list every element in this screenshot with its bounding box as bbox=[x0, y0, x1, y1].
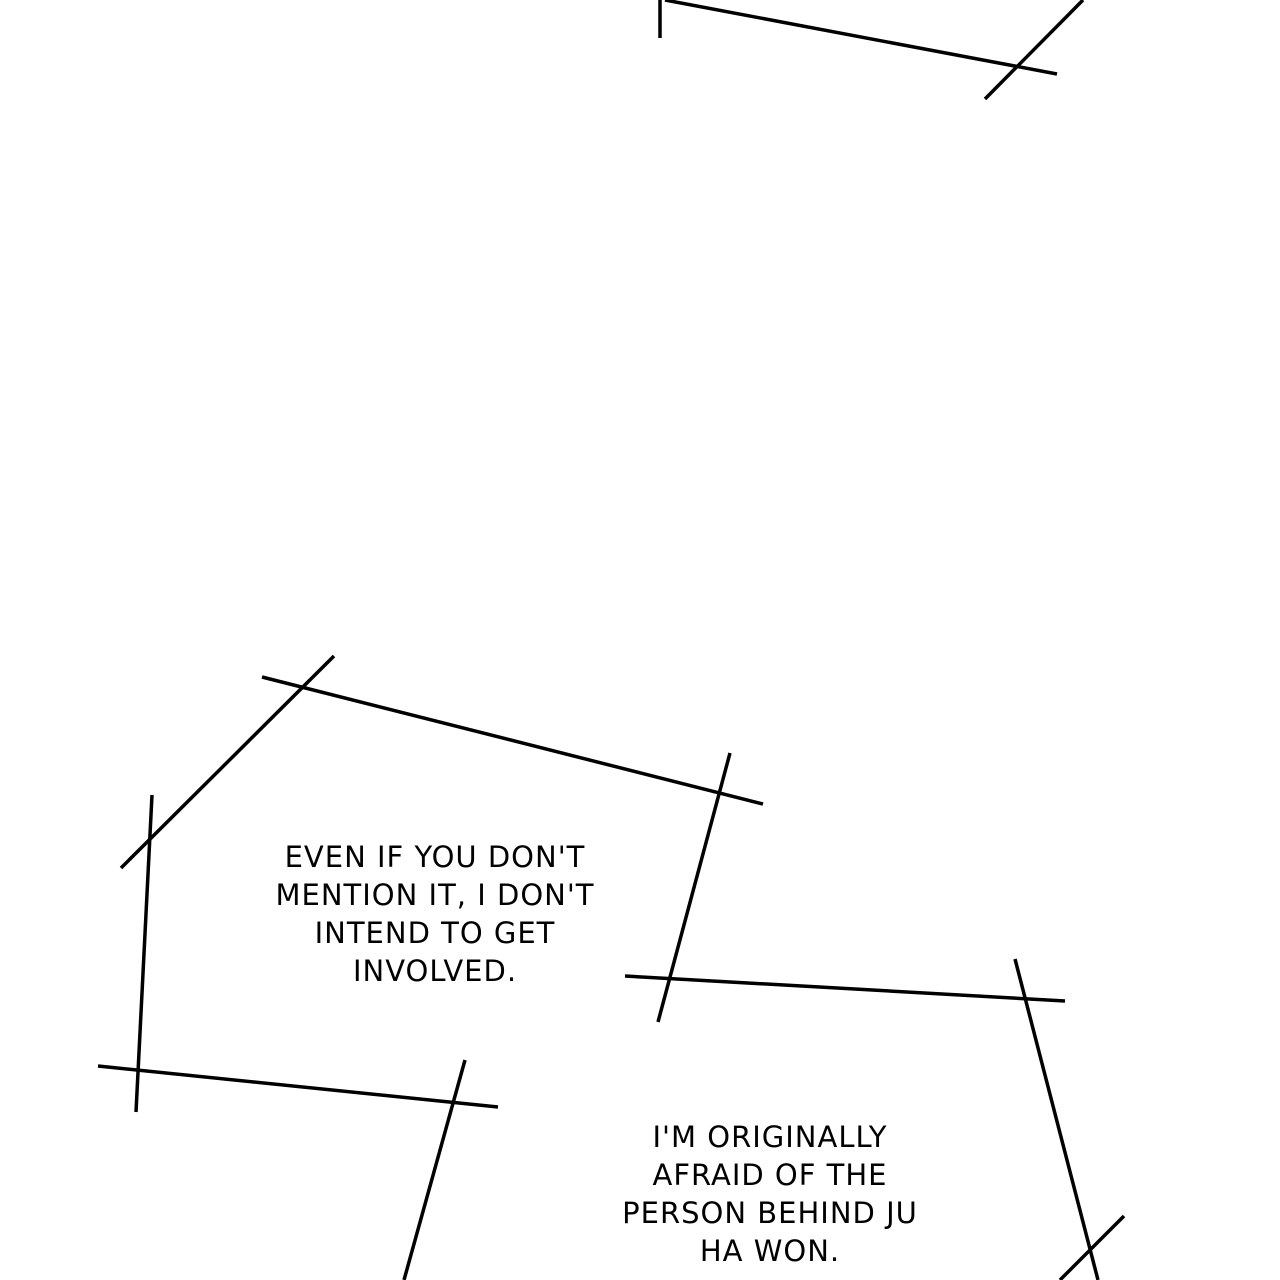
frame-line bbox=[134, 794, 154, 1113]
frame-line bbox=[1013, 958, 1100, 1280]
frame-line bbox=[97, 1064, 499, 1109]
frame-line bbox=[983, 0, 1085, 101]
frame-line bbox=[261, 675, 764, 806]
speech-text-2: I'M ORIGINALLY AFRAID OF THE PERSON BEHI… bbox=[622, 1120, 918, 1268]
frame-line bbox=[402, 1059, 467, 1280]
frame-line bbox=[664, 0, 1058, 76]
frame-line bbox=[624, 974, 1066, 1003]
frame-line bbox=[119, 654, 336, 870]
frame-line bbox=[1058, 1214, 1126, 1280]
speech-text-1: EVEN IF YOU DON'T MENTION IT, I DON'T IN… bbox=[275, 840, 595, 988]
